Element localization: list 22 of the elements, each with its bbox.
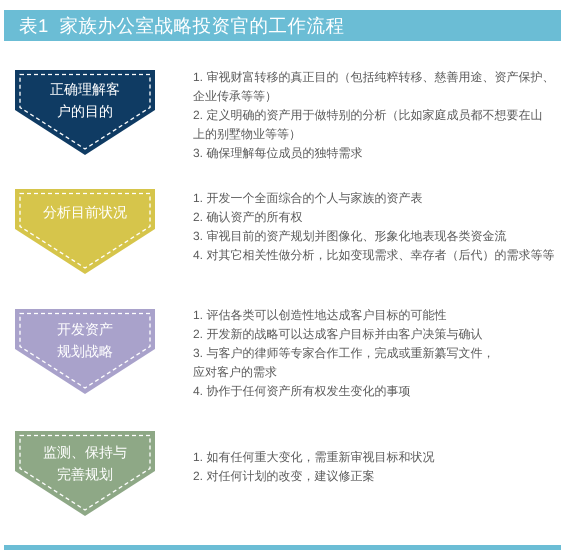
stage-title: 开发资产规划战略 bbox=[56, 321, 114, 361]
task-item: 4. 协作于任何资产所有权发生变化的事项 bbox=[193, 383, 410, 400]
stage-title: 分析目前状况 bbox=[43, 204, 127, 222]
task-item: 1. 开发一个全面综合的个人与家族的资产表 bbox=[193, 190, 422, 207]
stage-panel bbox=[15, 431, 155, 516]
task-item: 3. 确保理解每位成员的独特需求 bbox=[193, 145, 362, 162]
stage-panel bbox=[15, 309, 155, 394]
task-item: 2. 定义明确的资产用于做特别的分析（比如家庭成员都不想要在山上的别墅物业等等） bbox=[193, 107, 544, 143]
task-item: 1. 评估各类可以创造性地达成客户目标的可能性 bbox=[193, 307, 446, 324]
task-item: 4. 对其它相关性做分析，比如变现需求、幸存者（后代）的需求等等 bbox=[193, 247, 554, 264]
stage-panel bbox=[15, 70, 155, 155]
task-item: 1. 审视财富转移的真正目的（包括纯粹转移、慈善用途、资产保护、企业传承等等） bbox=[193, 69, 555, 105]
task-item: 3. 与客户的律师等专家合作工作，完成或重新纂写文件，应对客户的需求 bbox=[193, 345, 496, 381]
stage-title: 正确理解客户的目的 bbox=[48, 81, 121, 121]
task-item: 3. 审视目前的资产规划并图像化、形象化地表现各类资金流 bbox=[193, 228, 506, 245]
task-item: 2. 对任何计划的改变，建议修正案 bbox=[193, 468, 374, 485]
task-item: 2. 开发新的战略可以达成客户目标并由客户决策与确认 bbox=[193, 326, 482, 343]
task-item: 2. 确认资产的所有权 bbox=[193, 209, 302, 226]
task-item: 1. 如有任何重大变化，需重新审视目标和状况 bbox=[193, 449, 434, 466]
title: 表1 家族办公室战略投资官的工作流程 bbox=[19, 14, 344, 37]
stage-panel bbox=[15, 189, 155, 274]
stage-title: 监测、保持与完善规划 bbox=[42, 444, 128, 484]
